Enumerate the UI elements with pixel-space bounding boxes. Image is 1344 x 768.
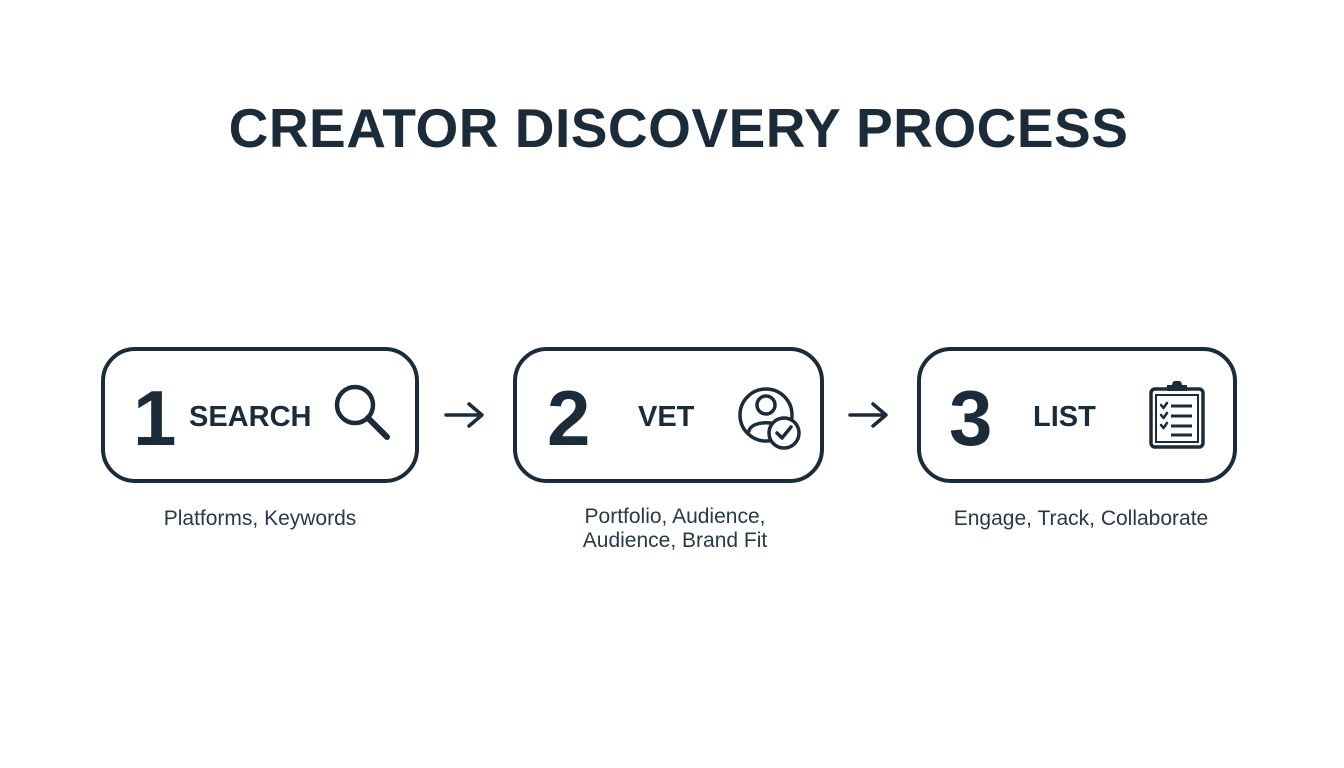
person-check-icon [736, 381, 808, 453]
step-3-description-line: Engage, Track, Collaborate [953, 507, 1209, 530]
step-2-number: 2 [547, 374, 591, 462]
step-3-label: LIST [1033, 401, 1096, 433]
step-2-description-line-2: Audience, Brand Fit [582, 529, 768, 552]
step-1-label: SEARCH [189, 401, 312, 433]
clipboard-checklist-icon [1146, 381, 1208, 451]
step-2-description-line-1: Portfolio, Audience, [584, 505, 766, 528]
step-3-number: 3 [949, 374, 993, 462]
arrow-right-icon [847, 399, 891, 431]
step-1-number: 1 [133, 374, 177, 462]
step-1-description: Platforms, Keywords [100, 507, 420, 531]
step-1-description-line: Platforms, Keywords [163, 507, 357, 530]
arrow-right-icon [443, 399, 487, 431]
search-icon [331, 381, 393, 443]
diagram-title: CREATOR DISCOVERY PROCESS [228, 97, 1129, 159]
step-3-box: 3 LIST [917, 347, 1237, 483]
step-2-box: 2 VET [513, 347, 824, 483]
step-2-label: VET [638, 401, 695, 433]
step-3-description: Engage, Track, Collaborate [921, 507, 1241, 531]
step-2-description: Portfolio, Audience, Audience, Brand Fit [515, 505, 835, 553]
step-1-box: 1 SEARCH [101, 347, 419, 483]
